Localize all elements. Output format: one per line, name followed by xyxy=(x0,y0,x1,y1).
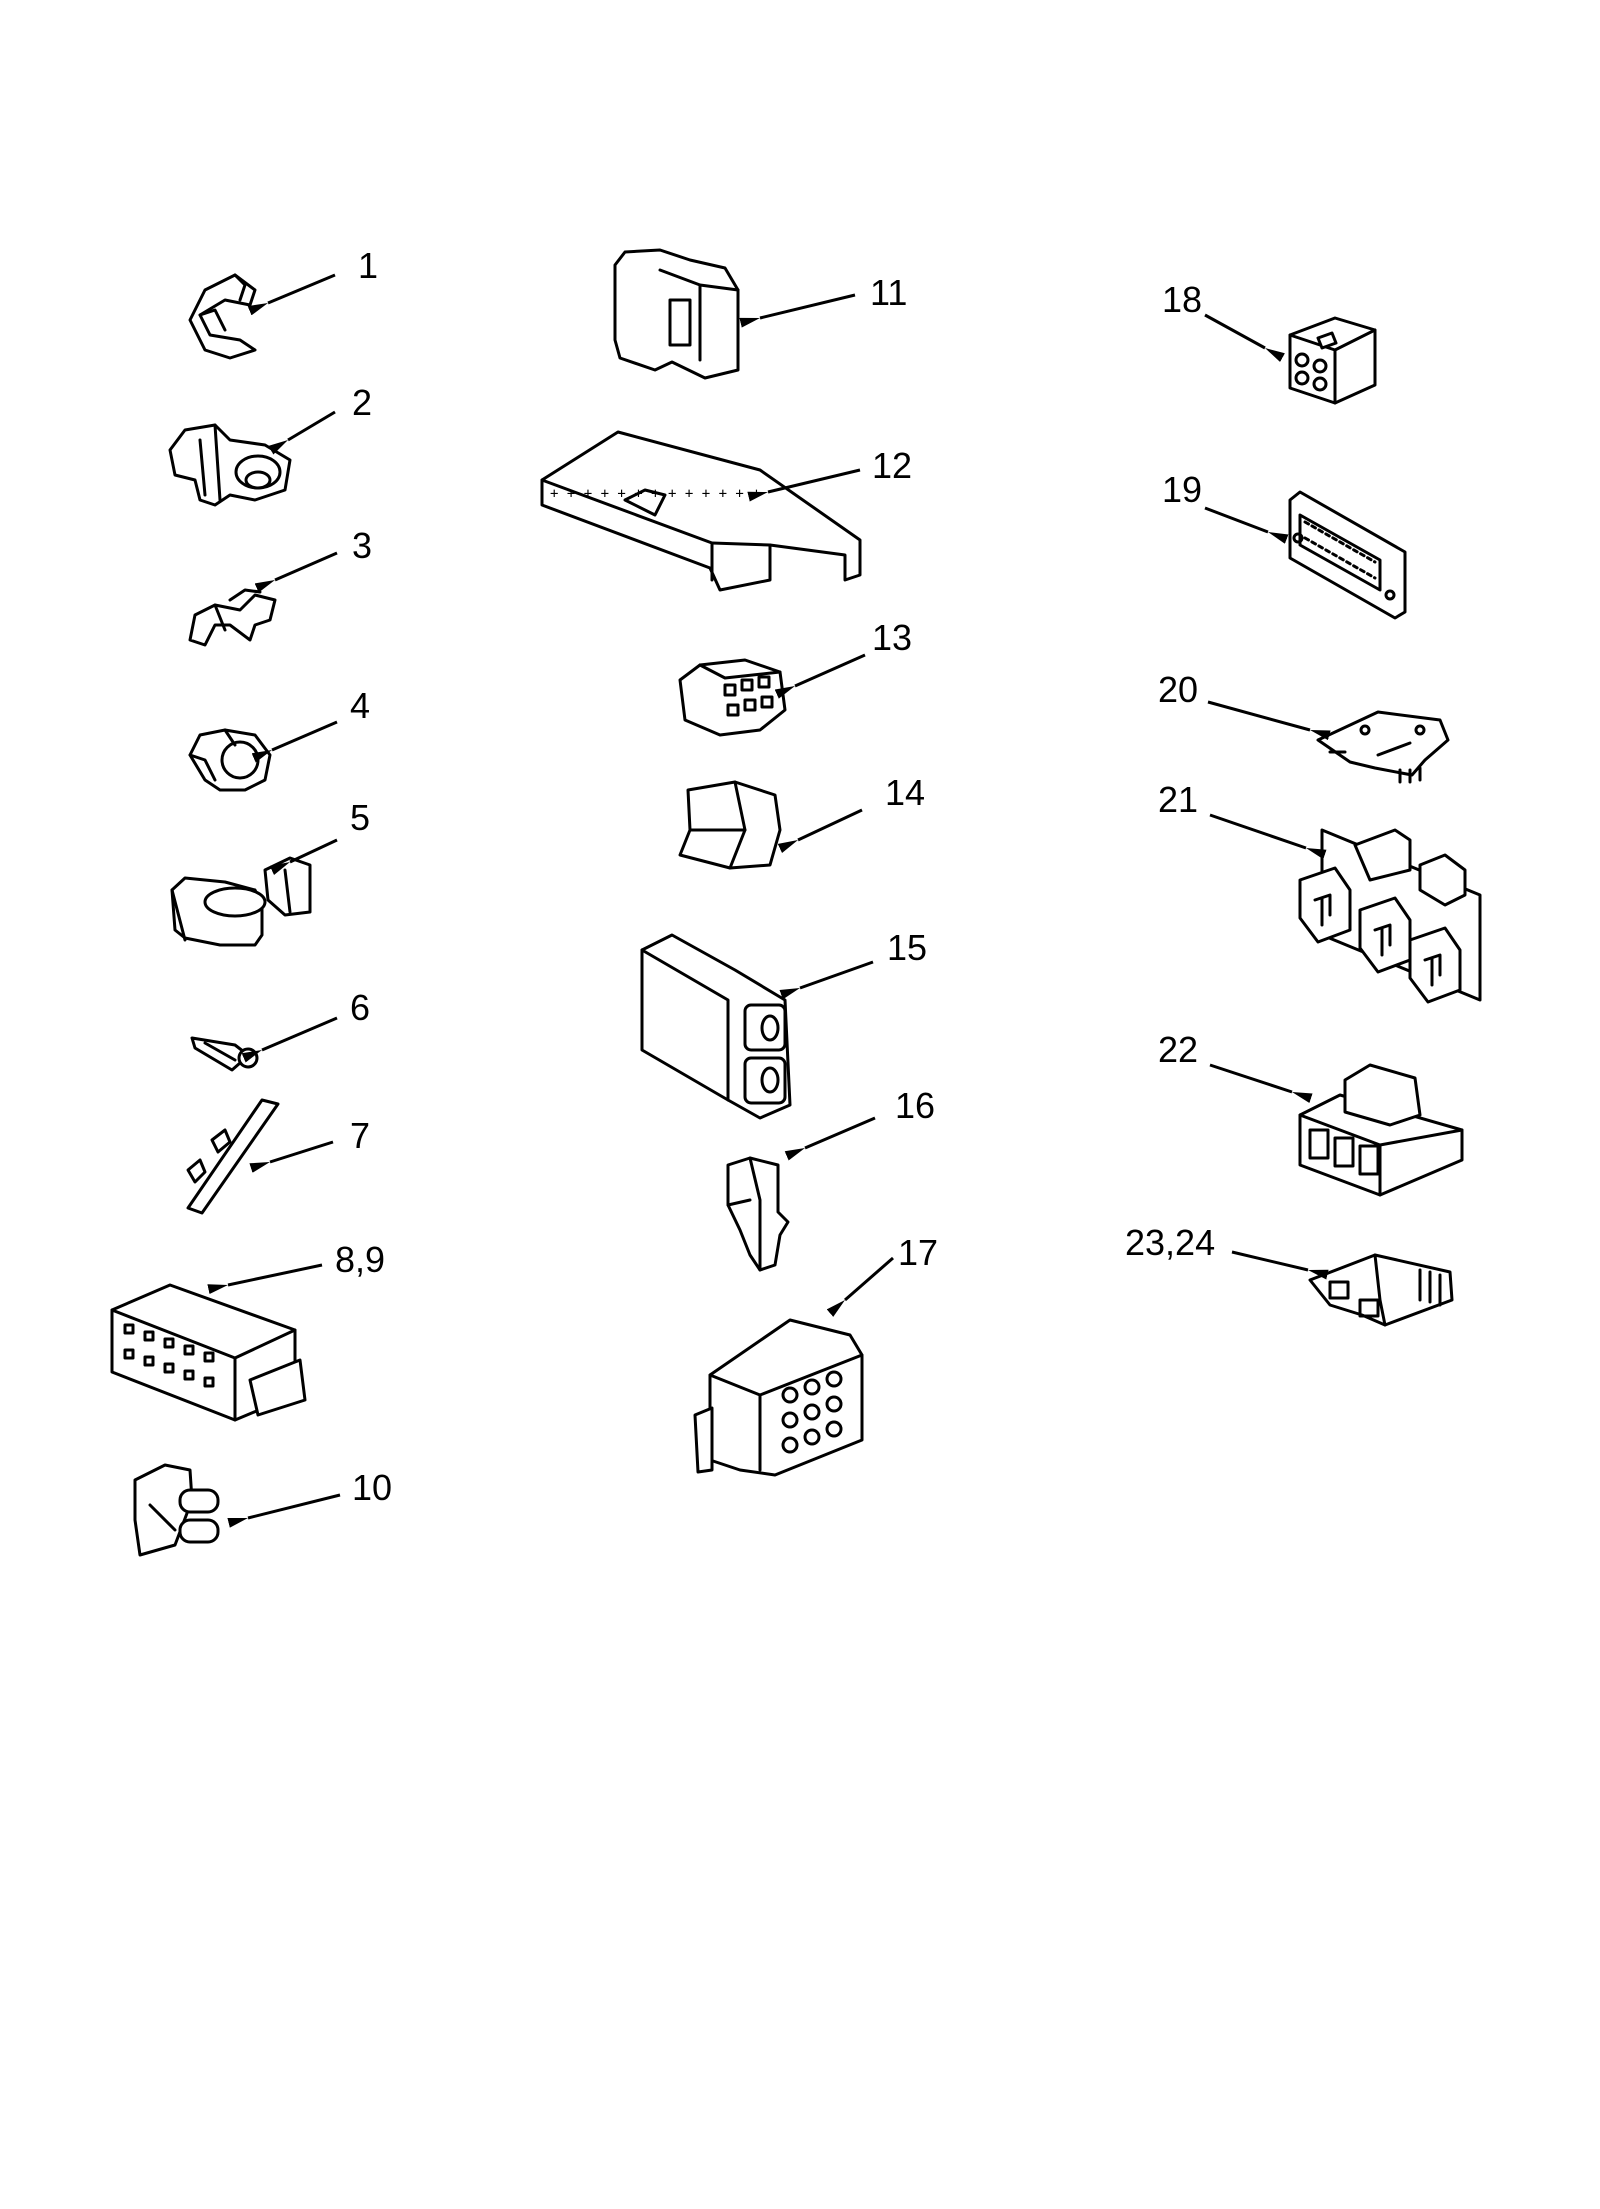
label-16: 16 xyxy=(895,1085,935,1126)
label-3: 3 xyxy=(352,525,372,566)
twelve-pin-connector-icon xyxy=(693,1318,864,1477)
part-10: 10 xyxy=(133,1463,392,1557)
spring-clip-icon xyxy=(188,588,277,647)
label-19: 19 xyxy=(1162,469,1202,510)
part-1: 1 xyxy=(188,245,378,360)
latch-clip-icon xyxy=(726,1156,790,1272)
part-14: 14 xyxy=(678,772,925,870)
relay-board-icon xyxy=(1298,828,1482,1004)
ring-clip-icon xyxy=(188,728,272,792)
part-16: 16 xyxy=(726,1085,935,1272)
pin-holes xyxy=(123,1323,215,1388)
pin-holes xyxy=(781,1370,843,1454)
retainer-bar-icon xyxy=(186,1098,280,1215)
split-sleeve-icon xyxy=(678,780,782,870)
board-header-icon xyxy=(1308,1253,1454,1327)
part-18: 18 xyxy=(1162,279,1377,405)
label-14: 14 xyxy=(885,772,925,813)
label-1: 1 xyxy=(358,245,378,286)
part-5: 5 xyxy=(170,797,370,947)
part-12: + + + + + + + + + + + + + 12 xyxy=(540,430,912,592)
part-19: 19 xyxy=(1162,469,1407,620)
label-20: 20 xyxy=(1158,669,1198,710)
part-6: 6 xyxy=(190,987,370,1072)
label-7: 7 xyxy=(350,1115,370,1156)
mounting-plate-icon xyxy=(1316,710,1450,784)
harness-clamp-icon xyxy=(170,856,312,947)
relay-sockets xyxy=(1298,866,1462,1004)
terminal-strip-icon: + + + + + + + + + + + + + xyxy=(540,430,862,592)
part-7: 7 xyxy=(186,1098,370,1215)
part-2: 2 xyxy=(168,382,372,507)
label-10: 10 xyxy=(352,1467,392,1508)
cable-clamp-icon xyxy=(168,423,292,507)
terminal-plus-marks: + + + + + + + + + + + + + xyxy=(550,486,761,502)
label-22: 22 xyxy=(1158,1029,1198,1070)
label-6: 6 xyxy=(350,987,370,1028)
edge-connector-icon xyxy=(1288,490,1407,620)
label-5: 5 xyxy=(350,797,370,838)
plug-housing-icon xyxy=(613,248,740,380)
label-17: 17 xyxy=(898,1232,938,1273)
six-pin-block-icon xyxy=(1288,316,1377,405)
six-way-connector-icon xyxy=(678,658,787,737)
label-15: 15 xyxy=(887,927,927,968)
label-13: 13 xyxy=(872,617,912,658)
triple-socket-housing-icon xyxy=(1298,1063,1464,1197)
wire-clip-icon xyxy=(188,273,257,360)
part-17: 17 xyxy=(693,1232,938,1477)
part-13: 13 xyxy=(678,617,912,737)
label-18: 18 xyxy=(1162,279,1202,320)
multi-pin-housing-icon xyxy=(110,1283,307,1422)
label-2: 2 xyxy=(352,382,372,423)
part-22: 22 xyxy=(1158,1029,1464,1197)
part-23-24: 23,24 xyxy=(1125,1222,1454,1327)
dual-socket-connector-icon xyxy=(640,933,792,1120)
part-20: 20 xyxy=(1158,669,1450,784)
two-way-connector-icon xyxy=(133,1463,220,1557)
part-21: 21 xyxy=(1158,779,1482,1004)
push-rivet-icon xyxy=(190,1036,259,1072)
part-4: 4 xyxy=(188,685,370,792)
label-11: 11 xyxy=(870,272,907,313)
label-23-24: 23,24 xyxy=(1125,1222,1215,1263)
part-8-9: 8,9 xyxy=(110,1239,385,1422)
label-8-9: 8,9 xyxy=(335,1239,385,1280)
part-3: 3 xyxy=(188,525,372,647)
part-15: 15 xyxy=(640,927,927,1120)
label-21: 21 xyxy=(1158,779,1198,820)
label-12: 12 xyxy=(872,445,912,486)
part-11: 11 xyxy=(613,248,907,380)
label-4: 4 xyxy=(350,685,370,726)
